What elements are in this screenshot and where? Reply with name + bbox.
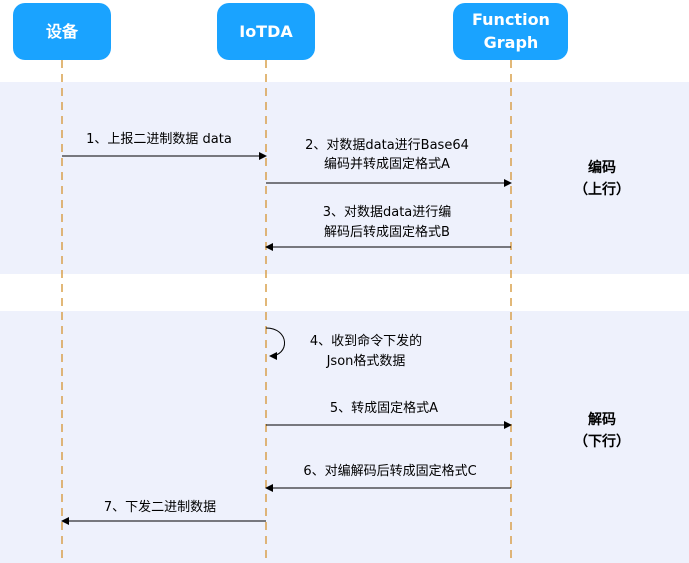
message-2-label-line2: 编码并转成固定格式A (324, 156, 450, 172)
encode-phase-title: 编码 (588, 159, 616, 176)
message-4-self-arrow (265, 327, 285, 360)
actor-function-graph-label-line2: Graph (484, 33, 539, 52)
message-1-label: 1、上报二进制数据 data (86, 132, 232, 147)
actor-iotda-label: IoTDA (239, 22, 293, 41)
message-4-label-line2: Json格式数据 (326, 353, 406, 369)
message-2-label-line1: 2、对数据data进行Base64 (305, 138, 469, 153)
message-6-label: 6、对编解码后转成固定格式C (303, 463, 476, 479)
actor-function-graph-label-line1: Function (472, 10, 550, 29)
decode-phase-title: 解码 (588, 411, 616, 428)
message-5-label: 5、转成固定格式A (330, 400, 438, 416)
actor-function-graph: Function Graph (453, 3, 568, 60)
message-3-label-line1: 3、对数据data进行编 (323, 205, 452, 220)
actor-device: 设备 (13, 3, 111, 60)
message-3-label-line2: 解码后转成固定格式B (324, 224, 450, 240)
message-7-label: 7、下发二进制数据 (104, 499, 216, 515)
encode-phase-band (0, 82, 689, 274)
actor-device-label: 设备 (46, 22, 79, 41)
decode-phase-subtitle: （下行） (574, 433, 630, 450)
encode-phase-subtitle: （上行） (574, 181, 630, 198)
actor-iotda: IoTDA (217, 3, 315, 60)
message-4-label-line1: 4、收到命令下发的 (310, 333, 422, 349)
